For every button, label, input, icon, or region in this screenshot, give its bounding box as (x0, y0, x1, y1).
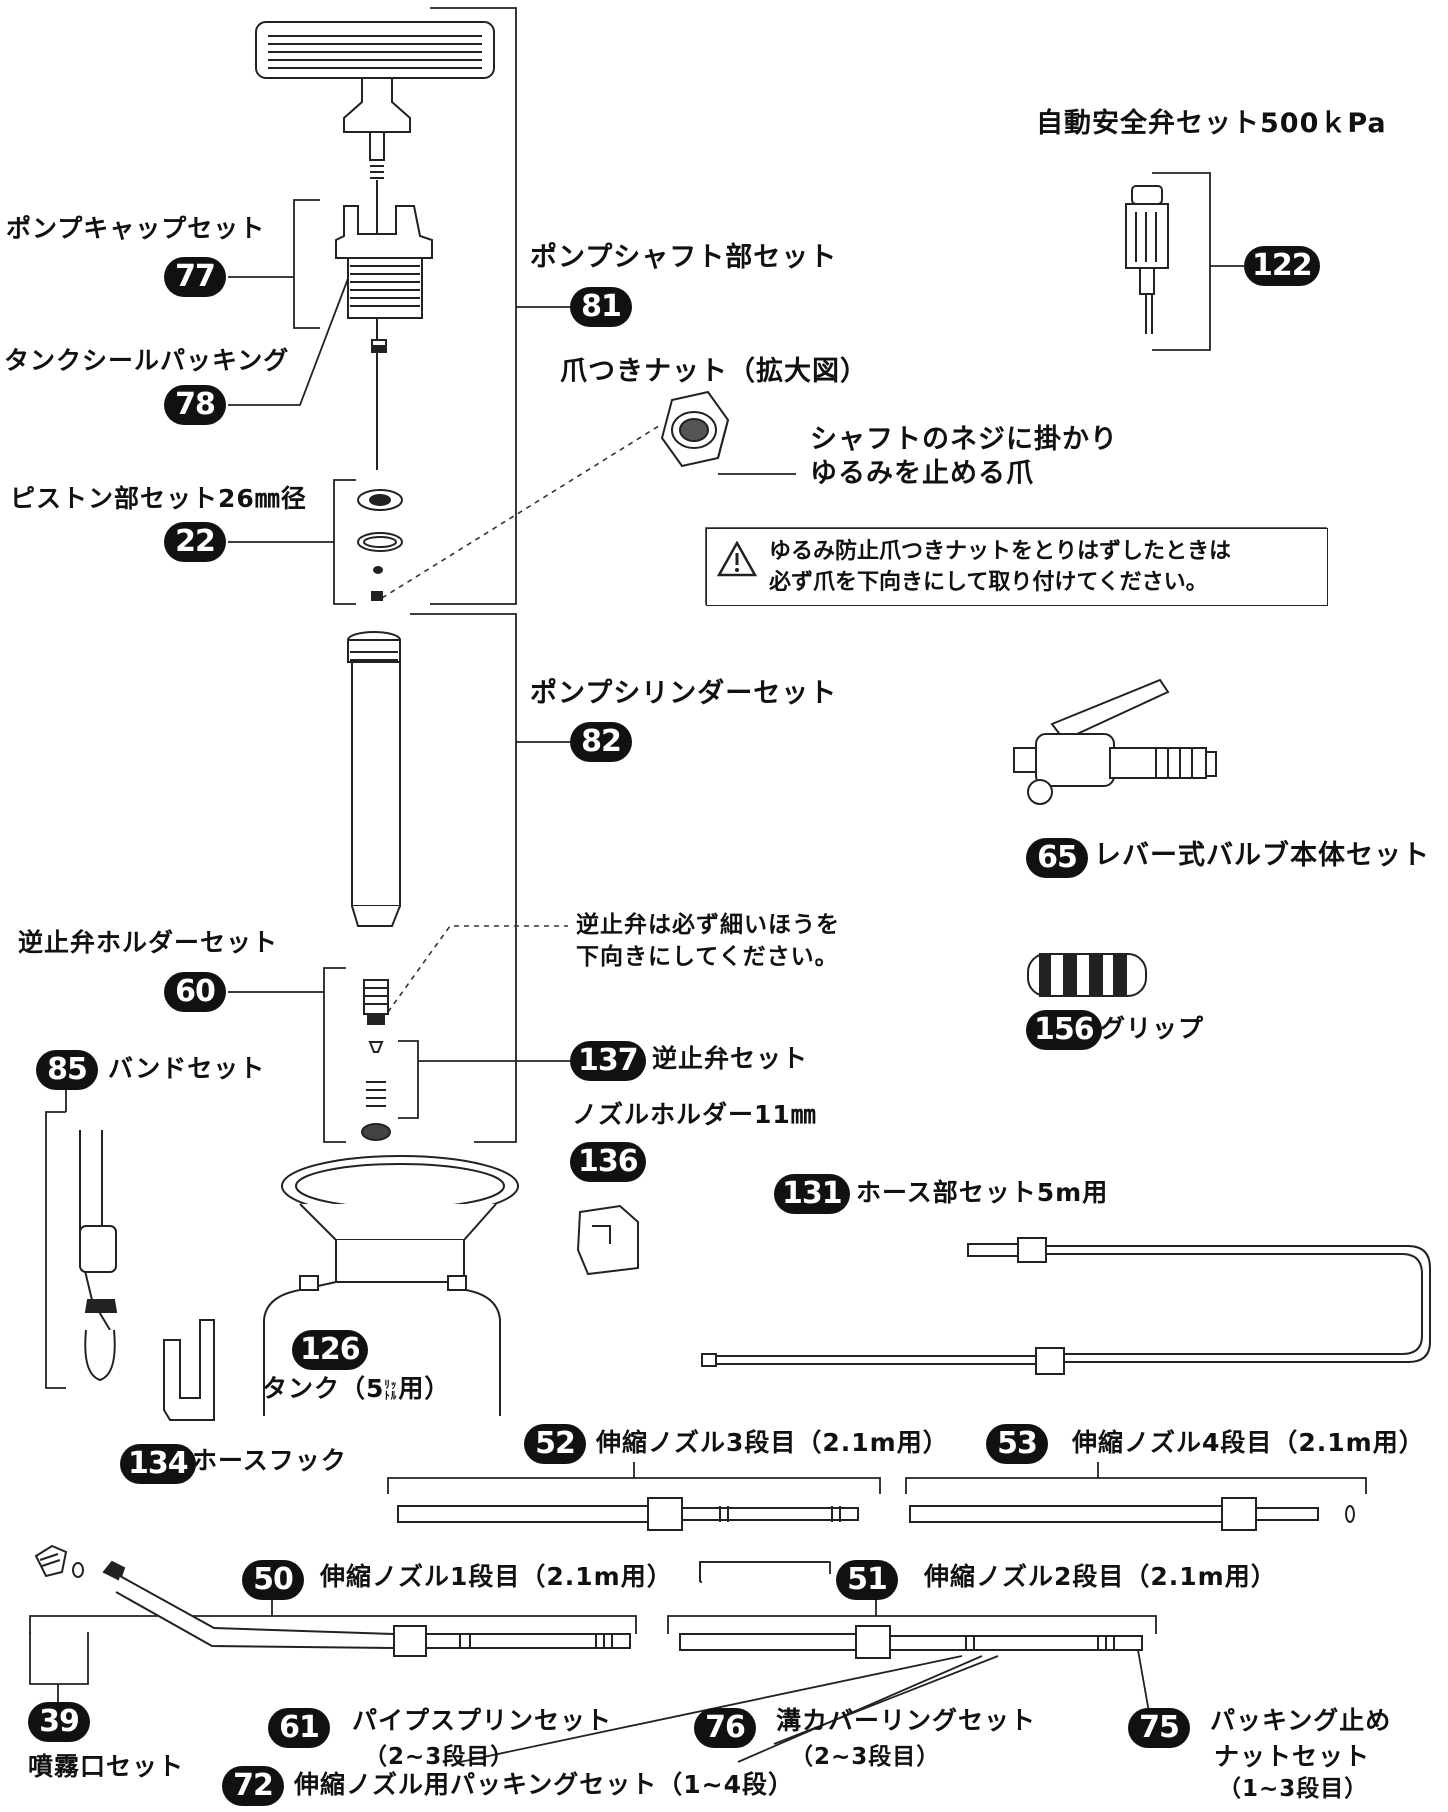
piston-number: 22 (164, 522, 226, 562)
check-note-line2: 下向きにしてください。 (576, 944, 839, 970)
tank-label: タンク（5ﾘｯﾄﾙ用） (262, 1374, 450, 1404)
check-holder-label: 逆止弁ホルダーセット (18, 928, 279, 957)
packing-nut-line2: ナットセット (1214, 1742, 1371, 1771)
nozzle2-drawing (679, 1625, 1143, 1659)
nozzle2-number: 51 (836, 1560, 898, 1600)
hose-hook-label: ホースフック (192, 1446, 347, 1475)
check-holder-number: 60 (164, 972, 226, 1012)
pump-cap-drawing (335, 205, 433, 353)
pump-shaft-number: 81 (570, 287, 632, 327)
band-label: バンドセット (108, 1054, 266, 1083)
nozzle3-drawing (397, 1497, 859, 1531)
packing-nut-number: 75 (1128, 1708, 1190, 1748)
piston-label: ピストン部セット26㎜径 (10, 484, 307, 513)
hose-hook-number: 134 (120, 1444, 196, 1484)
grip-number: 156 (1026, 1010, 1102, 1050)
grip-label: グリップ (1100, 1014, 1205, 1043)
nozzle3-label: 伸縮ノズル3段目（2.1m用） (596, 1428, 949, 1457)
pump-cap-label: ポンプキャップセット (6, 214, 266, 243)
nozzle4-label: 伸縮ノズル4段目（2.1m用） (1072, 1428, 1425, 1457)
pump-shaft-label: ポンプシャフト部セット (530, 242, 838, 273)
nozzle-holder-drawing (576, 1204, 639, 1276)
nozzle-packing-number: 72 (222, 1766, 284, 1806)
claw-nut-label: 爪つきナット（拡大図） (560, 356, 868, 387)
cylinder-drawing (347, 631, 401, 927)
nozzle1-drawing (102, 1560, 631, 1657)
tank-seal-number: 78 (164, 385, 226, 425)
check-note-line1: 逆止弁は必ず細いほうを (576, 912, 840, 938)
hose-number: 131 (774, 1174, 850, 1214)
pump-cap-number: 77 (164, 257, 226, 297)
nozzle-packing-label: 伸縮ノズル用パッキングセット（1~4段） (294, 1770, 794, 1799)
hose-drawing (701, 1237, 1431, 1375)
safety-valve-drawing (1125, 185, 1169, 334)
lever-valve-label: レバー式バルブ本体セット (1094, 840, 1430, 871)
pipe-spring-line2: （2~3段目） (364, 1744, 515, 1770)
spray-tip-label: 噴霧口セット (28, 1752, 185, 1781)
lever-valve-drawing (1013, 678, 1217, 805)
check-valve-label: 逆止弁セット (652, 1044, 809, 1073)
tank-drawing (263, 1155, 519, 1416)
check-valve-number: 137 (570, 1041, 646, 1081)
nozzle-holder-label: ノズルホルダー11㎜ (572, 1100, 817, 1129)
warning-line1: ゆるみ防止爪つきナットをとりはずしたときは (769, 539, 1232, 564)
warning-line2: 必ず爪を下向きにして取り付けてください。 (769, 569, 1208, 595)
pipe-spring-number: 61 (268, 1708, 330, 1748)
nozzle2-label: 伸縮ノズル2段目（2.1m用） (924, 1562, 1277, 1591)
tank-label-end: 用） (398, 1374, 451, 1403)
nozzle1-label: 伸縮ノズル1段目（2.1m用） (320, 1562, 673, 1591)
claw-nut-drawing (660, 390, 730, 468)
pump-handle-drawing (255, 21, 495, 470)
tank-label-unit: ﾘｯﾄﾙ (384, 1378, 398, 1402)
groove-ring-line2: （2~3段目） (790, 1744, 941, 1770)
auto-valve-label: 自動安全弁セット500ｋPa (1036, 108, 1387, 139)
packing-nut-line3: （1~3段目） (1218, 1776, 1369, 1802)
auto-valve-number: 122 (1244, 246, 1320, 286)
grip-drawing (1027, 953, 1147, 997)
tank-label-main: タンク（5 (262, 1374, 385, 1403)
nozzle-holder-number: 136 (570, 1142, 646, 1182)
warning-triangle-icon (717, 541, 757, 577)
cylinder-label: ポンプシリンダーセット (530, 678, 838, 709)
hose-hook-drawing (163, 1319, 215, 1421)
piston-drawing (357, 489, 403, 601)
claw-note-line1: シャフトのネジに掛かり (810, 424, 1118, 455)
band-drawing (79, 1130, 118, 1382)
warning-box: ゆるみ防止爪つきナットをとりはずしたときは 必ず爪を下向きにして取り付けてくださ… (706, 528, 1328, 606)
spray-tip-drawing (34, 1544, 84, 1578)
tank-seal-label: タンクシールパッキング (4, 346, 290, 375)
band-number: 85 (36, 1050, 98, 1090)
groove-ring-line1: 溝カバーリングセット (776, 1706, 1037, 1735)
claw-note-line2: ゆるみを止める爪 (810, 458, 1034, 489)
nozzle3-number: 52 (524, 1424, 586, 1464)
hose-label: ホース部セット5m用 (856, 1178, 1109, 1207)
spray-tip-number: 39 (28, 1702, 90, 1742)
tank-number: 126 (292, 1330, 368, 1370)
pipe-spring-line1: パイプスプリンセット (352, 1706, 613, 1735)
leader-lines (29, 7, 1367, 1763)
nozzle4-number: 53 (986, 1424, 1048, 1464)
cylinder-number: 82 (570, 722, 632, 762)
nozzle4-drawing (909, 1497, 1355, 1531)
nozzle1-number: 50 (242, 1560, 304, 1600)
packing-nut-line1: パッキング止め (1210, 1706, 1392, 1735)
groove-ring-number: 76 (694, 1708, 756, 1748)
warning-text: ゆるみ防止爪つきナットをとりはずしたときは 必ず爪を下向きにして取り付けてくださ… (769, 537, 1231, 599)
check-valve-drawing (361, 979, 391, 1141)
lever-valve-number: 65 (1026, 838, 1088, 878)
